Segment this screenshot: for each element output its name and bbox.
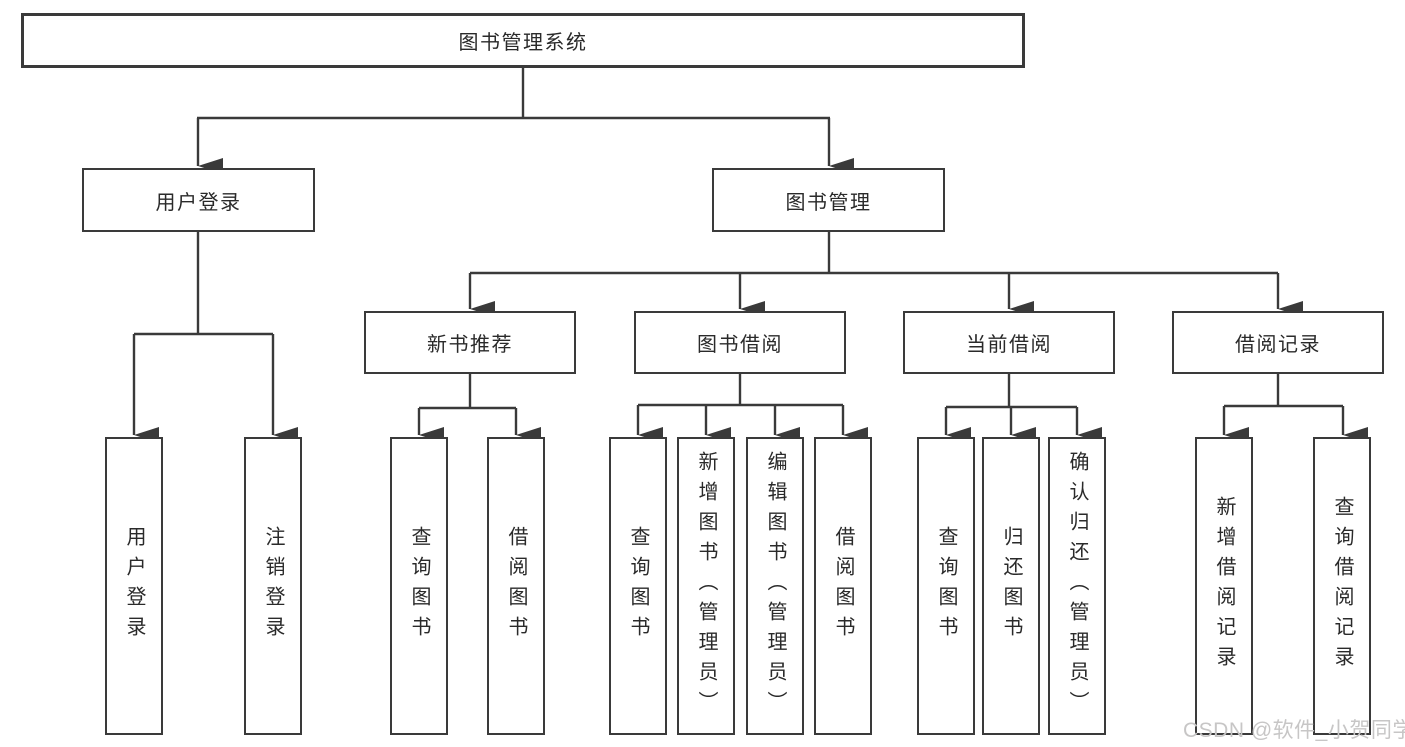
leaf-label: 查询图书	[408, 526, 430, 646]
leaf-label: 用户登录	[123, 526, 145, 646]
leaf-edit-books-admin: 编辑图书（管理员）	[746, 437, 804, 735]
leaf-label: 新增借阅记录	[1213, 496, 1235, 676]
leaf-label: 新增图书（管理员）	[695, 451, 717, 721]
leaf-label: 注销登录	[262, 526, 284, 646]
leaf-user-login: 用户登录	[105, 437, 163, 735]
leaf-add-books-admin: 新增图书（管理员）	[677, 437, 735, 735]
connectors	[132, 68, 1368, 443]
leaf-label: 确认归还（管理员）	[1066, 451, 1088, 721]
node-label: 新书推荐	[427, 334, 513, 356]
node-library-system-root: 图书管理系统	[21, 13, 1025, 68]
node-label: 图书管理	[785, 191, 872, 214]
leaf-borrow-books-recommend: 借阅图书	[487, 437, 545, 735]
leaf-logout: 注销登录	[244, 437, 302, 735]
leaf-label: 编辑图书（管理员）	[764, 451, 786, 721]
leaf-query-books-borrow: 查询图书	[609, 437, 667, 735]
node-label: 图书管理系统	[458, 32, 588, 54]
leaf-add-borrow-record: 新增借阅记录	[1195, 437, 1253, 735]
leaf-label: 借阅图书	[505, 526, 527, 646]
node-book-borrow: 图书借阅	[634, 311, 846, 374]
leaf-query-borrow-record: 查询借阅记录	[1313, 437, 1371, 735]
leaf-label: 查询图书	[935, 526, 957, 646]
leaf-return-books: 归还图书	[982, 437, 1040, 735]
node-label: 图书借阅	[697, 334, 783, 356]
node-label: 用户登录	[155, 191, 242, 214]
csdn-watermark: CSDN @软件_小贺同学	[1183, 719, 1405, 742]
node-borrow-records: 借阅记录	[1172, 311, 1384, 374]
leaf-borrow-books: 借阅图书	[814, 437, 872, 735]
leaf-query-books-recommend: 查询图书	[390, 437, 448, 735]
node-label: 当前借阅	[966, 334, 1052, 356]
leaf-confirm-return-admin: 确认归还（管理员）	[1048, 437, 1106, 735]
node-current-borrow: 当前借阅	[903, 311, 1115, 374]
leaf-label: 归还图书	[1000, 526, 1022, 646]
node-book-management: 图书管理	[712, 168, 945, 232]
leaf-label: 查询借阅记录	[1331, 496, 1353, 676]
node-new-book-recommend: 新书推荐	[364, 311, 576, 374]
node-label: 借阅记录	[1235, 334, 1321, 356]
leaf-query-books-current: 查询图书	[917, 437, 975, 735]
leaf-label: 查询图书	[627, 526, 649, 646]
node-user-login: 用户登录	[82, 168, 315, 232]
leaf-label: 借阅图书	[832, 526, 854, 646]
